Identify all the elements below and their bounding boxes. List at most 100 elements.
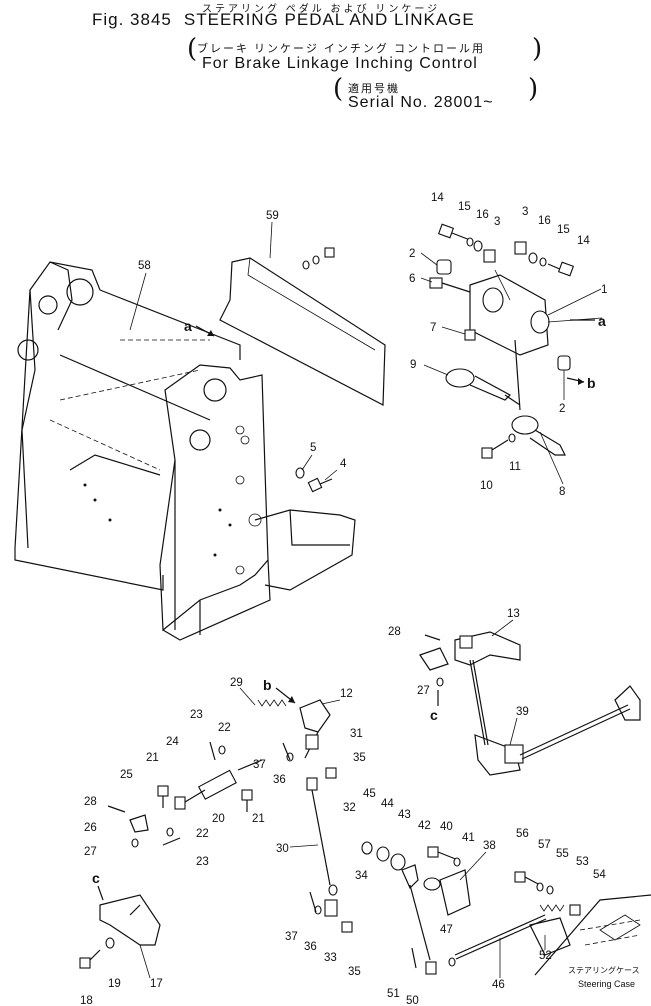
ref-a-left: a	[184, 318, 192, 334]
callout-23-bottom: 23	[196, 856, 209, 868]
washer-41	[453, 857, 461, 867]
callout-14-left: 14	[431, 192, 444, 204]
callout-28-right: 28	[388, 626, 401, 638]
callout-37-top: 37	[253, 759, 266, 771]
rod-30	[311, 789, 331, 886]
callout-12: 12	[340, 688, 353, 700]
lever-13	[419, 631, 521, 671]
paren-left-2: (	[333, 74, 344, 104]
callout-59: 59	[266, 210, 279, 222]
spring-53	[539, 904, 565, 912]
title-japanese: ステアリング ペダル および リンケージ	[202, 4, 441, 15]
cotter-51	[411, 947, 417, 969]
washer-15-left	[466, 237, 474, 247]
callout-33: 33	[324, 952, 337, 964]
bolt-35-top	[325, 767, 337, 779]
bolt-14-left	[437, 223, 471, 241]
callout-3-left: 3	[494, 216, 500, 228]
serial-label-japanese: 適用号機	[348, 83, 400, 95]
bolt-4	[307, 477, 333, 493]
cotter-23-top	[209, 741, 216, 761]
ref-b-left: b	[263, 677, 272, 693]
ref-b-right: b	[587, 375, 596, 391]
figure-title: Fig. 3845 STEERING PEDAL AND LINKAGE	[92, 10, 487, 30]
bracket-17	[99, 894, 161, 946]
callout-39: 39	[516, 706, 529, 718]
ref-a-right: a	[598, 313, 606, 329]
cover-59	[219, 257, 386, 406]
spring-29	[257, 699, 287, 707]
callout-6: 6	[409, 273, 415, 285]
cotter-37-top	[282, 742, 291, 761]
bushing-44	[376, 846, 390, 862]
paren-right: )	[532, 34, 543, 64]
callout-28-left: 28	[84, 796, 97, 808]
clevis-26	[129, 814, 149, 833]
bolt-21-top	[157, 785, 169, 808]
clevis-33	[324, 899, 338, 917]
callout-15-left: 15	[458, 201, 471, 213]
cotter-28-left	[107, 805, 126, 813]
cotter-23-bottom	[162, 837, 181, 846]
end-24	[174, 796, 186, 810]
frame-58	[14, 261, 356, 641]
bolt-35-bottom	[341, 921, 353, 933]
title-english: STEERING PEDAL AND LINKAGE	[183, 10, 475, 29]
washer-11	[508, 433, 516, 443]
callout-2-bottom: 2	[559, 403, 565, 415]
callout-31: 31	[350, 728, 363, 740]
steering-case-label-en: Steering Case	[578, 979, 635, 989]
ref-c-left: c	[92, 870, 100, 886]
callout-51: 51	[387, 988, 400, 1000]
washer-55	[546, 885, 554, 895]
callout-40: 40	[440, 821, 453, 833]
callout-22-bottom: 22	[196, 828, 209, 840]
callout-50: 50	[406, 995, 419, 1006]
callout-47: 47	[440, 924, 453, 936]
rod-13-39	[469, 659, 486, 746]
callout-30: 30	[276, 843, 289, 855]
paren-left: (	[187, 34, 198, 64]
callout-25: 25	[120, 769, 133, 781]
callout-19: 19	[108, 978, 121, 990]
steering-case-label-jp: ステアリングケース	[568, 965, 640, 975]
washer-22-top	[218, 745, 226, 755]
callout-21-bottom: 21	[252, 813, 265, 825]
bushing-2-top	[436, 259, 452, 275]
rod-39-long	[519, 685, 641, 760]
nut-34	[328, 884, 338, 896]
callout-4: 4	[340, 458, 347, 470]
callout-14-right: 14	[577, 235, 590, 247]
callout-37-bottom: 37	[285, 931, 298, 943]
washer-47	[448, 957, 456, 967]
washer-5	[295, 467, 305, 479]
bolt-14-right	[547, 261, 575, 277]
callout-56: 56	[516, 828, 529, 840]
washer-22-bottom	[166, 827, 174, 837]
cylinder-39	[474, 734, 524, 776]
pedal-8	[511, 415, 566, 456]
callout-46: 46	[492, 979, 505, 991]
callout-8: 8	[559, 486, 565, 498]
callout-55: 55	[556, 848, 569, 860]
figure-number: Fig. 3845	[92, 10, 172, 29]
callout-2-top: 2	[409, 248, 415, 260]
reference-marks: a a b b c c	[92, 313, 606, 901]
bracket-52	[529, 917, 571, 956]
callout-22-top: 22	[218, 722, 231, 734]
washer-57	[536, 882, 544, 892]
callout-32: 32	[343, 802, 356, 814]
callout-16-left: 16	[476, 209, 489, 221]
callout-17: 17	[150, 978, 163, 990]
washer-15-right	[539, 257, 547, 267]
callout-57: 57	[538, 839, 551, 851]
bushing-43	[390, 853, 406, 871]
pedal-bracket-1	[469, 274, 603, 356]
callout-43: 43	[398, 809, 411, 821]
callout-20: 20	[212, 813, 225, 825]
callout-24: 24	[166, 736, 179, 748]
callout-44: 44	[381, 798, 394, 810]
callout-45: 45	[363, 788, 376, 800]
callout-27-right: 27	[417, 685, 430, 697]
